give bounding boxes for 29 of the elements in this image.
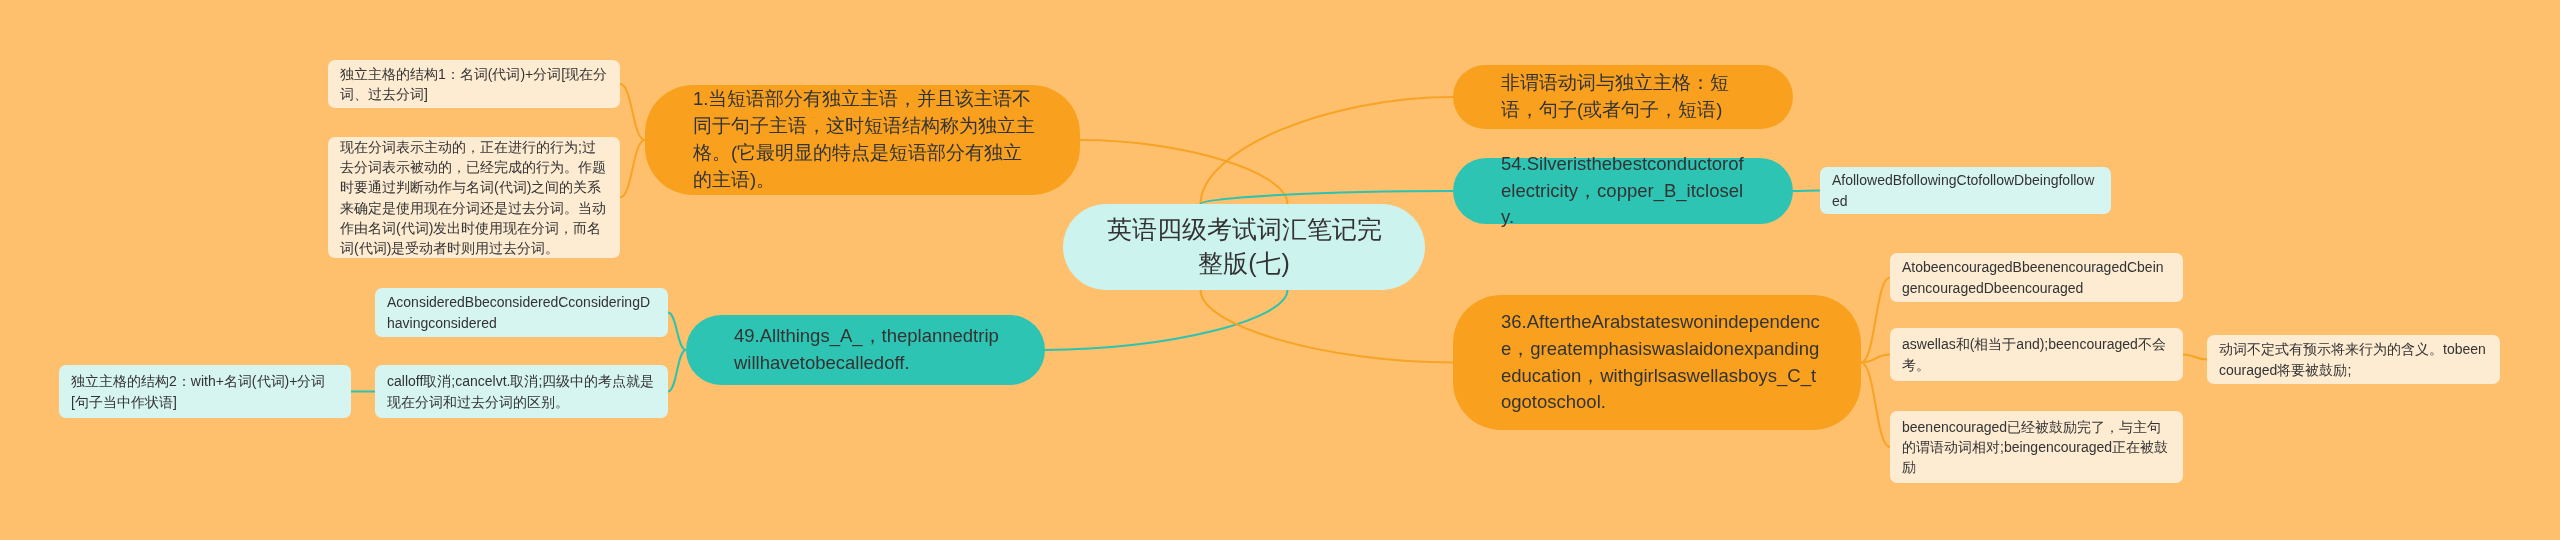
- topic-bubble: 1.当短语部分有独立主语，并且该主语不同于句子主语，这时短语结构称为独立主格。(它最明显的特点是短语部分有独立的主语)。: [645, 85, 1080, 195]
- connector-line: [1199, 190, 1454, 205]
- topic-bubble: 36.AftertheArabstateswonindependence，greatemphasiswaslaidonexpandingeducation，withgirlsaswellasboys_C_togotoschool.: [1453, 295, 1861, 430]
- note-card: calloff取消;cancelvt.取消;四级中的考点就是现在分词和过去分词的区别。: [375, 365, 668, 418]
- connector-line: [667, 349, 687, 393]
- note-card: aswellas和(相当于and);beencouraged不会考。: [1890, 328, 2183, 381]
- note-card: 现在分词表示主动的，正在进行的行为;过去分词表示被动的，已经完成的行为。作题时要通过判断动作与名词(代词)之间的关系来确定是使用现在分词还是过去分词。当动作由名词(代词)发出时使用现在分词，而名词(代词)是受动者时则用过去分词。: [328, 137, 620, 258]
- note-card: 动词不定式有预示将来行为的含义。tobeencouraged将要被鼓励;: [2207, 335, 2500, 384]
- connector-line: [1199, 289, 1454, 364]
- note-card: 独立主格的结构1：名词(代词)+分词[现在分词、过去分词]: [328, 60, 620, 108]
- connector-line: [1044, 289, 1289, 351]
- note-card: beenencouraged已经被鼓励完了，与主句的谓语动词相对;beingencouraged正在被鼓励: [1890, 411, 2183, 483]
- connector-line: [1079, 139, 1289, 205]
- note-card: AfollowedBfollowingCtofollowDbeingfollowed: [1820, 167, 2111, 214]
- central-topic: 英语四级考试词汇笔记完整版(七): [1063, 204, 1425, 290]
- topic-bubble: 非谓语动词与独立主格：短语，句子(或者句子，短语): [1453, 65, 1793, 129]
- topic-bubble: 49.Allthings_A_，theplannedtripwillhavetobecalledoff.: [686, 315, 1045, 385]
- connector-line: [619, 83, 646, 141]
- connector-line: [1199, 96, 1454, 205]
- note-card: AtobeencouragedBbeenencouragedCbeingencouragedDbeencouraged: [1890, 253, 2183, 302]
- connector-line: [1860, 361, 1891, 448]
- connector-line: [350, 390, 376, 393]
- connector-line: [1792, 189, 1821, 192]
- connector-line: [2182, 353, 2208, 361]
- note-card: AconsideredBbeconsideredCconsideringDhavingconsidered: [375, 288, 668, 337]
- note-card: 独立主格的结构2：with+名词(代词)+分词[句子当中作状语]: [59, 365, 351, 418]
- connector-line: [1860, 276, 1891, 364]
- connector-line: [619, 139, 646, 199]
- connector-line: [667, 311, 687, 351]
